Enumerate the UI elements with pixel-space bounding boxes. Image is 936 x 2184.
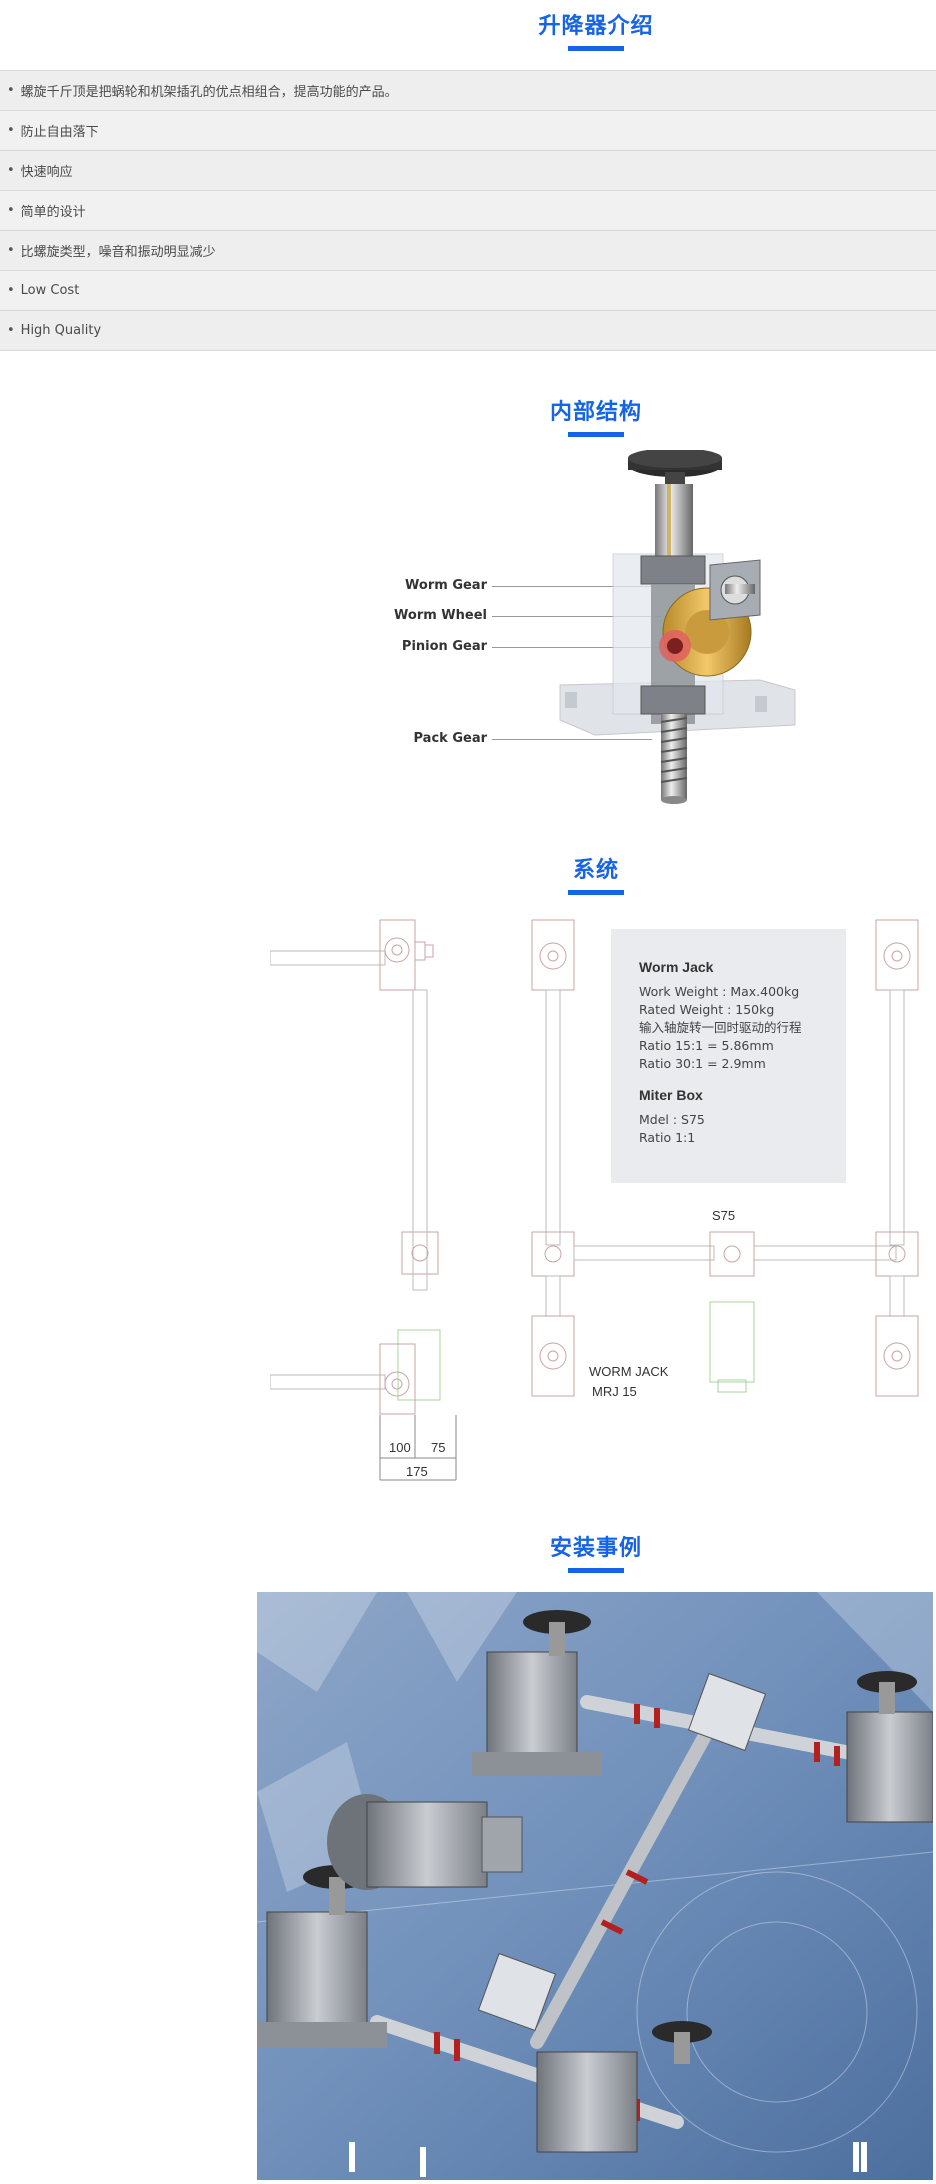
installation-example-image	[257, 1592, 933, 2180]
label-worm-wheel: Worm Wheel	[394, 608, 487, 623]
spec-line: Mdel : S75	[639, 1112, 705, 1127]
structure-title: 内部结构	[549, 400, 642, 425]
feature-item: • 螺旋千斤顶是把蜗轮和机架插孔的优点相组合，提高功能的产品。	[0, 71, 936, 111]
label-worm-jack: WORM JACK	[589, 1364, 669, 1379]
label-s75: S75	[712, 1208, 736, 1223]
feature-text: Low Cost	[20, 283, 80, 298]
dimension-75: 75	[431, 1440, 446, 1455]
dimension-100: 100	[389, 1440, 411, 1455]
install-title-block: 安装事例	[518, 1530, 674, 1573]
feature-item: • 简单的设计	[0, 191, 936, 231]
feature-item: • High Quality	[0, 311, 936, 351]
worm-jack-heading: Worm Jack	[639, 959, 714, 975]
bullet: •	[7, 203, 15, 218]
spec-line: 输入轴旋转一回时驱动的行程	[639, 1020, 802, 1035]
intro-title: 升降器介绍	[538, 14, 654, 39]
label-worm-gear: Worm Gear	[405, 578, 487, 593]
title-underline	[568, 46, 624, 51]
leader-line	[492, 739, 652, 740]
spec-line: Ratio 30:1 = 2.9mm	[639, 1056, 766, 1071]
feature-item: • Low Cost	[0, 271, 936, 311]
feature-text: 螺旋千斤顶是把蜗轮和机架插孔的优点相组合，提高功能的产品。	[20, 85, 398, 100]
bullet: •	[7, 83, 15, 98]
leader-line	[492, 616, 672, 617]
feature-list: • 螺旋千斤顶是把蜗轮和机架插孔的优点相组合，提高功能的产品。 • 防止自由落下 •…	[0, 70, 936, 351]
feature-text: High Quality	[20, 323, 102, 338]
feature-text: 防止自由落下	[20, 125, 99, 140]
system-drawing	[270, 919, 919, 1481]
spec-line: Ratio 15:1 = 5.86mm	[639, 1038, 774, 1053]
bullet: •	[7, 163, 15, 178]
leader-line	[492, 647, 677, 648]
feature-item: • 防止自由落下	[0, 111, 936, 151]
bullet: •	[7, 123, 15, 138]
label-mrj: MRJ 15	[592, 1384, 637, 1399]
feature-item: • 比螺旋类型，噪音和振动明显减少	[0, 231, 936, 271]
feature-item: • 快速响应	[0, 151, 936, 191]
label-pack-gear: Pack Gear	[413, 731, 488, 746]
feature-text: 比螺旋类型，噪音和振动明显减少	[20, 245, 216, 260]
system-info-box: Worm Jack Work Weight : Max.400kg Rated …	[611, 929, 846, 1183]
install-title: 安装事例	[549, 1536, 642, 1561]
feature-text: 快速响应	[20, 165, 73, 180]
dimension-175: 175	[406, 1464, 428, 1479]
bullet: •	[7, 323, 15, 338]
spec-line: Work Weight : Max.400kg	[639, 984, 800, 999]
system-title-block: 系统	[518, 852, 674, 895]
worm-jack-cutaway-illustration	[559, 450, 796, 804]
spec-line: Ratio 1:1	[639, 1130, 696, 1145]
title-underline	[568, 1568, 624, 1573]
bullet: •	[7, 283, 15, 298]
feature-text: 简单的设计	[20, 205, 86, 220]
leader-line	[492, 586, 652, 587]
title-underline	[568, 432, 624, 437]
structure-title-block: 内部结构	[518, 394, 674, 437]
spec-line: Rated Weight : 150kg	[639, 1002, 775, 1017]
label-pinion-gear: Pinion Gear	[401, 639, 487, 654]
miter-box-heading: Miter Box	[639, 1087, 703, 1103]
bullet: •	[7, 243, 15, 258]
system-title: 系统	[572, 858, 619, 883]
intro-title-block: 升降器介绍	[518, 8, 674, 51]
title-underline	[568, 890, 624, 895]
